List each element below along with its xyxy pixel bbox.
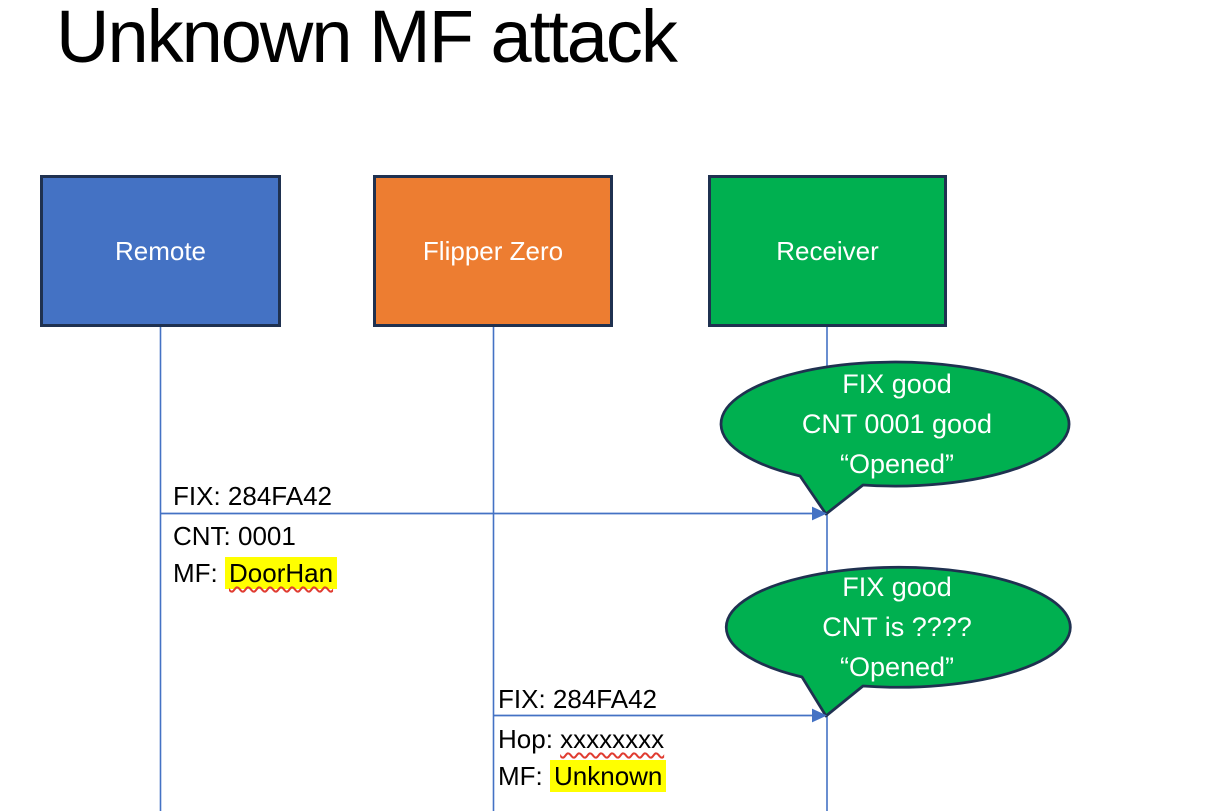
bubble-2-line-3: “Opened” (839, 652, 955, 682)
actor-label-remote: Remote (114, 235, 207, 266)
bubble-2-line-2: CNT is ???? (822, 612, 972, 642)
message-2-label-above: FIX: 284FA42 (498, 684, 657, 714)
message-2-mf-prefix: MF: (498, 761, 550, 791)
actor-label-flipper-zero: Flipper Zero (422, 235, 564, 266)
slide-title: Unknown MF attack (56, 0, 678, 78)
bubble-1-line-2: CNT 0001 good (801, 409, 993, 439)
actor-box-remote: Remote (40, 175, 281, 327)
message-1-arrowhead-icon (812, 506, 827, 521)
message-2-mf-highlighted-value: Unknown (550, 760, 667, 792)
bubble-1-line-1: FIX good (842, 369, 952, 399)
speech-bubble-2-text: FIX good CNT is ???? “Opened” (747, 567, 1047, 687)
speech-bubble-1-text: FIX good CNT 0001 good “Opened” (747, 364, 1047, 484)
message-1-mf-prefix: MF: (173, 558, 225, 588)
actor-box-receiver: Receiver (708, 175, 947, 327)
message-1-mf-highlighted-value: DoorHan (225, 557, 338, 589)
speech-bubble-2 (724, 565, 1072, 718)
message-2-hop-prefix: Hop: (498, 724, 561, 754)
message-1-label-above: FIX: 284FA42 (173, 481, 332, 511)
message-1-mf-line: MF: DoorHan (173, 555, 338, 592)
bubble-2-line-1: FIX good (842, 572, 952, 602)
message-2-mf-line: MF: Unknown (498, 758, 667, 795)
message-1-cnt-line: CNT: 0001 (173, 521, 296, 551)
speech-bubble-1 (719, 360, 1071, 516)
message-2-hop-underlined-value: xxxxxxxx (560, 724, 665, 754)
message-2-hop-line: Hop: xxxxxxxx (498, 721, 666, 758)
actor-box-flipper-zero: Flipper Zero (373, 175, 613, 327)
message-2-arrowhead-icon (812, 708, 827, 723)
message-2-label-below: Hop: xxxxxxxx MF: Unknown (498, 721, 667, 795)
message-1-label-below: CNT: 0001 MF: DoorHan (173, 518, 338, 592)
bubble-1-line-3: “Opened” (839, 449, 955, 479)
actor-label-receiver: Receiver (776, 235, 879, 266)
